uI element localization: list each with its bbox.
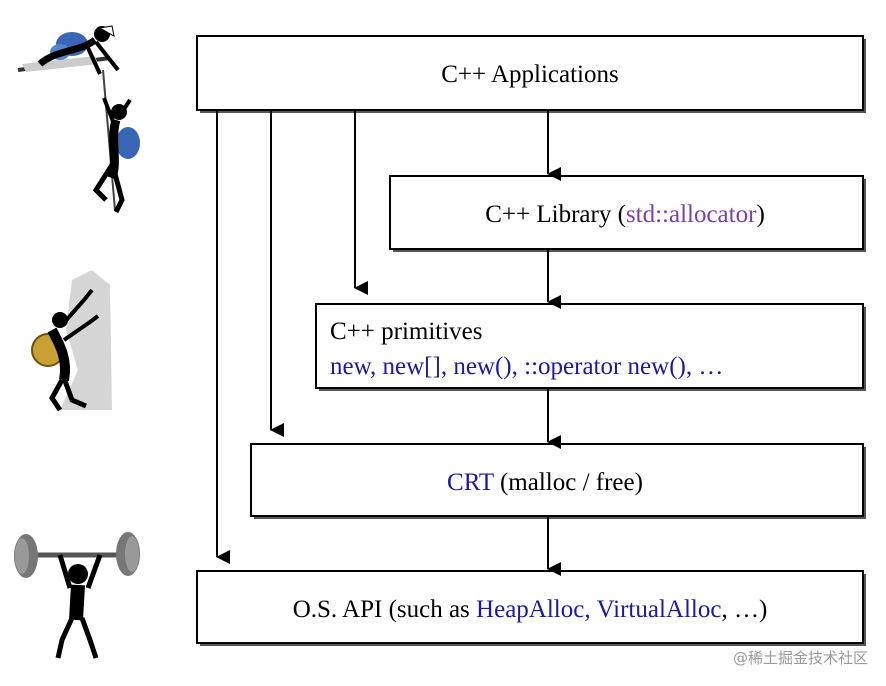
library-highlight: std::allocator	[626, 201, 757, 228]
watermark-text: @稀土掘金技术社区	[732, 649, 868, 667]
arrows	[216, 110, 561, 576]
crt-highlight: CRT	[447, 469, 494, 496]
box-os-api: O.S. API (such as HeapAlloc,VirtualAlloc…	[196, 570, 866, 646]
box-library: C++ Library (std::allocator)	[389, 175, 866, 252]
weightlifter-icon	[14, 532, 140, 659]
rock-climber-icon	[31, 270, 112, 412]
primitives-title: C++ primitives	[330, 318, 483, 345]
crt-label: CRT (malloc / free)	[447, 469, 643, 496]
box-crt: CRT (malloc / free)	[250, 443, 866, 519]
library-label: C++ Library (std::allocator)	[485, 201, 765, 228]
box-primitives: C++ primitives new, new[], new(), ::oper…	[315, 303, 866, 391]
rope-climbers-icon	[17, 25, 140, 214]
primitives-operators: new, new[], new(), ::operator new(), …	[330, 353, 723, 380]
os-api-label: O.S. API (such as HeapAlloc,VirtualAlloc…	[293, 596, 768, 623]
box-applications: C++ Applications	[196, 35, 866, 113]
applications-label: C++ Applications	[441, 61, 619, 88]
